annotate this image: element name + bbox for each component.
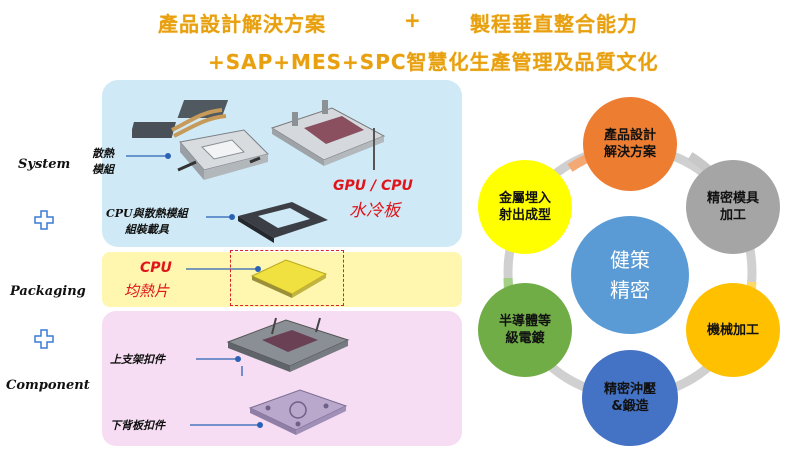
upper-bracket-image [226, 317, 350, 372]
upper-bracket-label: 上支架扣件 [110, 353, 165, 366]
water-cold-plate-label: 水冷板 [349, 201, 400, 221]
heatsink-pointer-icon [126, 153, 171, 159]
row-label-packaging: Packaging [10, 284, 86, 299]
cycle-node-semiconductor-plating: 半導體等級電鍍 [478, 283, 572, 377]
mounting-fixture-label: CPU與散熱模組 組裝載具 [106, 207, 188, 236]
title-line2: +SAP+MES+SPC智慧化生產管理及品質文化 [208, 50, 659, 74]
title-plus: + [404, 8, 422, 32]
heatsink-label: 散熱 模組 [92, 147, 114, 176]
heatsink-module-image [132, 100, 269, 180]
cycle-node-insert-molding: 金屬埋入射出成型 [478, 160, 572, 254]
cycle-node-product-design: 產品設計解決方案 [583, 97, 677, 191]
cycle-node-machining: 機械加工 [686, 283, 780, 377]
row-label-component: Component [6, 378, 90, 393]
title-line1-right: 製程垂直整合能力 [470, 12, 638, 36]
center-line1: 健策 [610, 248, 650, 272]
backplate-pointer-icon [190, 422, 263, 428]
gpu-cpu-title: GPU / CPU [333, 178, 413, 194]
mount-pointer-icon [206, 214, 235, 220]
cold-plate-image [270, 100, 386, 170]
cycle-node-stamping-forging: 精密沖壓&鍛造 [582, 350, 678, 446]
plus-connector-icon [34, 210, 54, 230]
cycle-node-precision-mold: 精密模具加工 [686, 160, 780, 254]
bracket-pointer-tick-icon [241, 366, 243, 376]
center-line2: 精密 [610, 278, 650, 302]
heat-spreader-image [250, 259, 328, 298]
backplate-label: 下背板扣件 [110, 419, 165, 432]
cpu-pointer-icon [186, 266, 261, 272]
row-label-system: System [18, 157, 71, 172]
upper-bracket-pointer-icon [196, 356, 241, 362]
heat-spreader-label: 均熱片 [124, 282, 170, 300]
cycle-center-node: 健策精密 [571, 216, 689, 334]
cpu-label: CPU [140, 260, 172, 276]
backplate-image [248, 389, 348, 435]
plus-connector-icon [34, 329, 54, 349]
title-line1-left: 產品設計解決方案 [158, 12, 326, 36]
cpu-highlight-box [230, 250, 344, 306]
mounting-frame-image [238, 202, 328, 243]
